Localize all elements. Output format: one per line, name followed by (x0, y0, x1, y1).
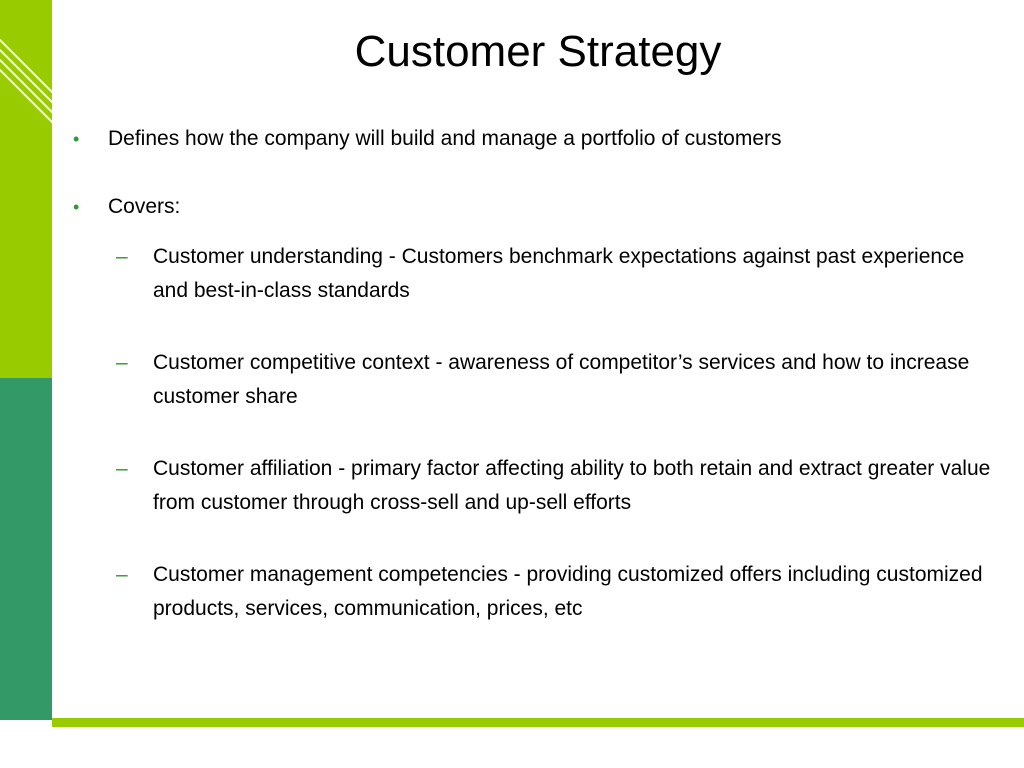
bullet-text: Defines how the company will build and m… (108, 127, 782, 150)
bottom-accent-line (52, 718, 1024, 727)
slide-title: Customer Strategy (354, 27, 722, 76)
sub-bullet-item: – Customer management competencies - pro… (116, 558, 1000, 626)
sub-bullet-item: – Customer affiliation - primary factor … (116, 452, 1000, 520)
sub-bullet-marker: – (116, 457, 128, 480)
left-accent-bar-top (0, 0, 52, 378)
slide-content: • Defines how the company will build and… (70, 124, 1000, 664)
sub-bullet-marker: – (116, 351, 128, 374)
sub-bullet-text: Customer understanding - Customers bench… (153, 245, 965, 302)
sub-bullet-text: Customer competitive context - awareness… (153, 351, 970, 408)
sub-bullet-text: Customer management competencies - provi… (153, 563, 983, 620)
bullet-marker: • (73, 197, 80, 217)
bullet-marker: • (73, 129, 80, 149)
sub-bullet-marker: – (116, 245, 128, 268)
diagonal-stripes-decoration (0, 38, 60, 130)
left-accent-bar-bottom (0, 378, 52, 720)
bullet-item: • Defines how the company will build and… (70, 124, 1000, 154)
bullet-item: • Covers: (70, 192, 1000, 222)
bullet-text: Covers: (108, 195, 181, 218)
sub-bullet-marker: – (116, 563, 128, 586)
sub-bullet-list: – Customer understanding - Customers ben… (116, 240, 1000, 626)
sub-bullet-item: – Customer understanding - Customers ben… (116, 240, 1000, 308)
sub-bullet-text: Customer affiliation - primary factor af… (153, 457, 991, 514)
sub-bullet-item: – Customer competitive context - awarene… (116, 346, 1000, 414)
